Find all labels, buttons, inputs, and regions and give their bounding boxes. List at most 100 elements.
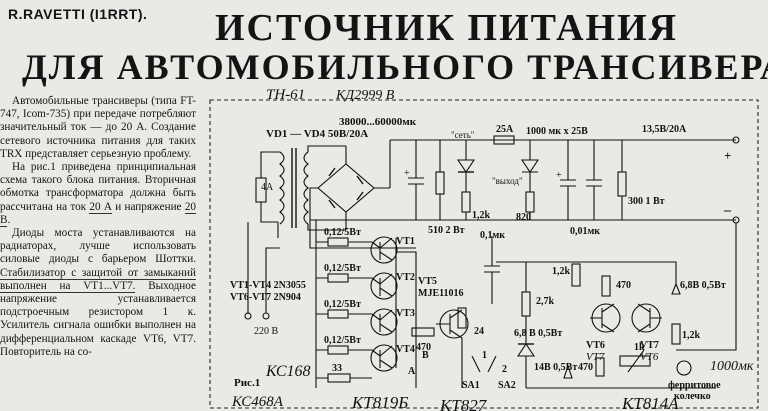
underlined-stabilizer: Стабилизатор с защитой от замыканий выпо…: [0, 266, 196, 293]
handnote-1000uF: 1000мк: [710, 359, 754, 374]
switch-sa2-label: SA2: [498, 380, 516, 391]
handnote-transformer: ТН-61: [266, 88, 305, 103]
vt1-label: VT1: [396, 236, 415, 247]
vt6-label: VT6: [586, 340, 605, 351]
power-transistor-types-2: VT6-VT7 2N904: [230, 292, 301, 303]
led-mains: [456, 159, 476, 173]
cap-main-label: 38000...60000мк: [339, 116, 417, 128]
resistor-27k: [521, 291, 531, 317]
emitter-resistor-label-4: 0,12/5Вт: [324, 335, 361, 346]
capacitor-01uF-label: 0,1мк: [480, 230, 505, 241]
capacitor-01uF: [484, 236, 500, 304]
ferrite-bead: [676, 360, 692, 376]
switch-pos-1: 1: [482, 350, 487, 361]
resistor-24-label: 24: [474, 326, 484, 337]
trim-potentiometer: [619, 355, 651, 367]
power-transistors: [370, 236, 417, 388]
output-voltage-label: 13,5В/20А: [642, 124, 687, 135]
output-minus-sign: –: [723, 203, 732, 218]
article-text-column: Автомобильные трансиверы (типа FT-747, I…: [0, 95, 196, 411]
handnote-vt6-faint: VT6: [640, 351, 659, 363]
led-output-label: "выход": [492, 176, 523, 186]
resistor-470-b-label: 470: [616, 280, 631, 291]
trim-potentiometer-label: 1k: [634, 342, 645, 353]
zener-68v-b-label: 6,8В 0,5Вт: [680, 280, 726, 291]
handnote-kt819: КТ819Б: [351, 393, 408, 411]
emitter-resistor-label-2: 0,12/5Вт: [324, 263, 361, 274]
output-plus-sign: +: [724, 148, 731, 163]
led-mains-resistor-label: 1,2k: [472, 210, 491, 221]
article-title-line2: ДЛЯ АВТОМОБИЛЬНОГО ТРАНСИВЕРА: [22, 47, 768, 87]
underlined-voltage: 20 В: [0, 200, 196, 227]
vt4-label: VT4: [396, 344, 415, 355]
resistor-470-c: [595, 357, 605, 377]
emitter-resistor-label-3: 0,12/5Вт: [324, 299, 361, 310]
article-title-line1: ИСТОЧНИК ПИТАНИЯ: [215, 7, 679, 49]
mains-terminal-2: [262, 312, 270, 320]
figure-label: Рис.1: [234, 377, 260, 389]
transformer-secondary: [303, 151, 309, 225]
ferrite-label-1: ферритовое: [668, 380, 721, 391]
handnote-kc468: КС468А: [231, 394, 284, 410]
vt5-type: MJE11016: [418, 288, 464, 299]
paragraph-1: Автомобильные трансиверы (типа FT-747, I…: [0, 95, 196, 160]
positive-rail: [389, 139, 736, 188]
power-transistor-types-1: VT1-VT4 2N3055: [230, 280, 306, 291]
plus-sign-main-cap: +: [404, 168, 410, 179]
resistor-24: [457, 307, 467, 329]
handnote-kc168: КС168: [265, 363, 311, 380]
mains-terminal-1: [244, 312, 252, 320]
resistor-470-vt5: [411, 327, 435, 337]
led-mains-resistor: [461, 191, 471, 213]
vt3-label: VT3: [396, 308, 415, 319]
vt2-label: VT2: [396, 272, 415, 283]
ferrite-label-2: колечко: [674, 391, 711, 402]
bleed-resistor: [435, 171, 445, 195]
output-capacitor: [560, 140, 576, 220]
zener-14v-label: 14В 0,5Вт: [534, 362, 577, 373]
resistor-12k-b: [671, 323, 681, 345]
resistor-470-b: [601, 275, 611, 297]
emitter-resistor-label-1: 0,12/5Вт: [324, 227, 361, 238]
bridge-rectifier: [317, 163, 375, 213]
bleed-resistor-label: 510 2 Вт: [428, 225, 465, 236]
zener-68v-b: [671, 282, 681, 295]
output-cap-label: 1000 мк х 25В: [526, 126, 588, 137]
fuse-output: [493, 135, 515, 145]
zener-68v-a-label: 6,8 В 0,5Вт: [514, 328, 562, 339]
paragraph-2: На рис.1 приведена принципиальная схема …: [0, 161, 196, 227]
handnote-kt814: КТ814А: [621, 394, 679, 411]
switch-point-b: В: [422, 350, 429, 361]
fuse-output-label: 25А: [496, 124, 514, 135]
resistor-12k-b-label: 1,2k: [682, 330, 701, 341]
led-output: [520, 159, 540, 173]
zener-14v: [516, 343, 536, 357]
bridge-label: VD1 — VD4 50В/20А: [266, 128, 368, 140]
handnote-diodes: КД2999 В: [335, 88, 395, 103]
decoupling-capacitor: [586, 140, 602, 220]
led-output-resistor: [525, 191, 535, 213]
led-mains-label: "сеть": [451, 130, 475, 140]
resistor-27k-label: 2,7k: [536, 296, 555, 307]
transformer-primary: [279, 151, 285, 225]
output-terminal-positive: [732, 136, 740, 144]
handnote-kt827: КТ827: [439, 396, 488, 411]
handnote-vt7-faint: VT7: [586, 351, 605, 363]
author-line: R.RAVETTI (I1RRT).: [8, 6, 148, 22]
switch-point-a: А: [408, 366, 416, 377]
zener-feedback: [563, 364, 573, 379]
vt5-label: VT5: [418, 276, 437, 287]
vt7-label: VT7: [640, 340, 659, 351]
main-capacitor: [408, 140, 424, 220]
emitter-resistor-group: [316, 237, 372, 355]
decoupling-cap-label: 0,01мк: [570, 226, 600, 237]
circuit-schematic: ТН-61 КД2999 В 38000...60000мк VD1 — VD4…: [209, 88, 759, 411]
underlined-current: 20 А: [89, 200, 112, 214]
paragraph-3: Диоды моста устанавливаются на радиатора…: [0, 227, 196, 358]
resistor-33: [327, 373, 351, 383]
fuse-primary-label: 4А: [261, 182, 274, 193]
switch-sa1-label: SA1: [462, 380, 480, 391]
switch-pos-2: 2: [502, 364, 507, 375]
load-resistor-label: 300 1 Вт: [628, 196, 665, 207]
resistor-470-vt5-label: 470: [416, 342, 431, 353]
